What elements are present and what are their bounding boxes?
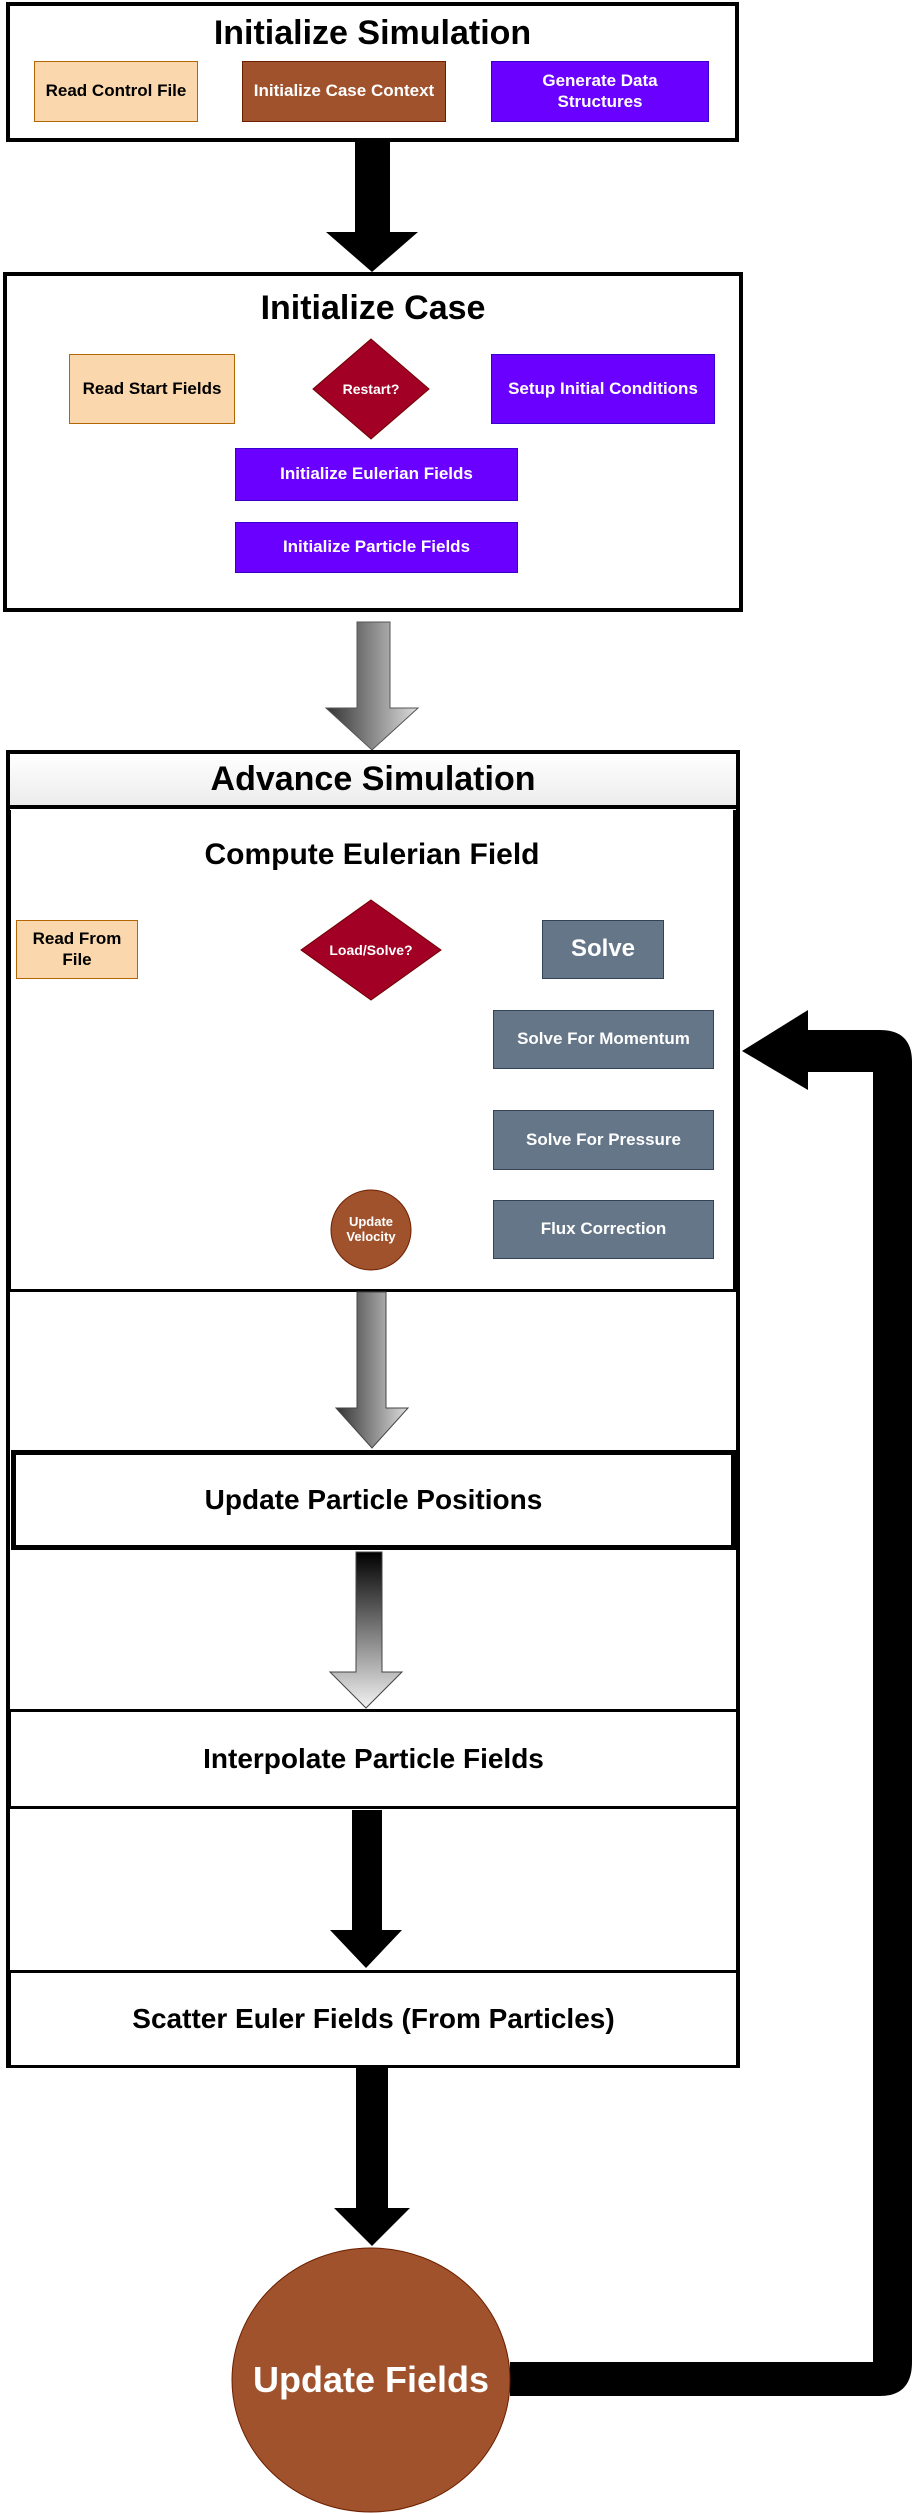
node-initialize-particle-fields[interactable]: Initialize Particle Fields xyxy=(235,522,518,573)
compute-eulerian-title: Compute Eulerian Field xyxy=(204,838,540,871)
node-read-control-file[interactable]: Read Control File xyxy=(34,61,198,122)
node-read-start-fields[interactable]: Read Start Fields xyxy=(69,354,235,424)
stage-interpolate-particle-fields[interactable]: Interpolate Particle Fields xyxy=(8,1709,739,1809)
node-flux-correction[interactable]: Flux Correction xyxy=(493,1200,714,1259)
initialize-case-title: Initialize Case xyxy=(260,289,486,327)
node-setup-initial-conditions[interactable]: Setup Initial Conditions xyxy=(491,354,715,424)
stage-update-particle-positions[interactable]: Update Particle Positions xyxy=(11,1450,736,1550)
advance-simulation-title: Advance Simulation xyxy=(210,760,536,798)
node-initialize-eulerian-fields[interactable]: Initialize Eulerian Fields xyxy=(235,448,518,501)
flow-arrow-case-to-advance xyxy=(324,621,420,751)
node-initialize-case-context[interactable]: Initialize Case Context xyxy=(242,61,446,122)
flow-arrow-init-sim-to-case xyxy=(326,142,418,272)
node-solve-for-pressure[interactable]: Solve For Pressure xyxy=(493,1110,714,1170)
stage-scatter-euler-fields[interactable]: Scatter Euler Fields (From Particles) xyxy=(8,1970,739,2068)
node-read-from-file[interactable]: Read From File xyxy=(16,920,138,979)
advance-simulation-header: Advance Simulation xyxy=(10,754,736,809)
initialize-simulation-title: Initialize Simulation xyxy=(213,14,532,52)
node-solve[interactable]: Solve xyxy=(542,920,664,979)
node-generate-data-structures[interactable]: Generate Data Structures xyxy=(491,61,709,122)
node-solve-for-momentum[interactable]: Solve For Momentum xyxy=(493,1010,714,1069)
